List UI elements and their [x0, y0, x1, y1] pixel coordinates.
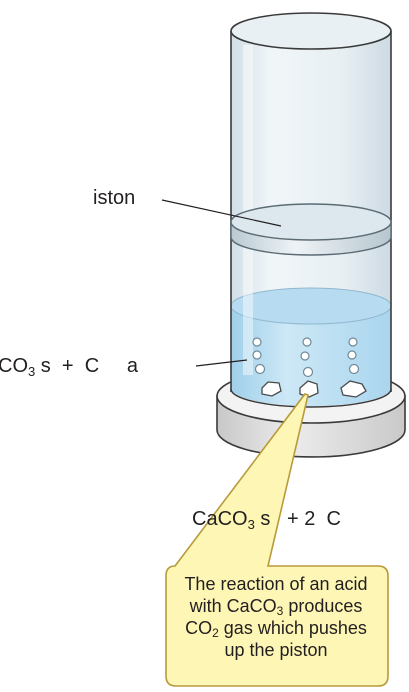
solution-leader-line: [195, 359, 248, 367]
calcium-carbonate-lumps: [261, 380, 367, 398]
callout-bubble: [165, 393, 389, 687]
piston: [230, 203, 392, 256]
left-reaction-equation: CO3 s + C a: [0, 355, 139, 379]
piston-label: iston: [93, 187, 136, 209]
gas-bubbles: [252, 337, 360, 378]
piston-leader-line: [161, 199, 282, 227]
right-reaction-equation: CaCO3 s + 2 C: [192, 508, 341, 532]
